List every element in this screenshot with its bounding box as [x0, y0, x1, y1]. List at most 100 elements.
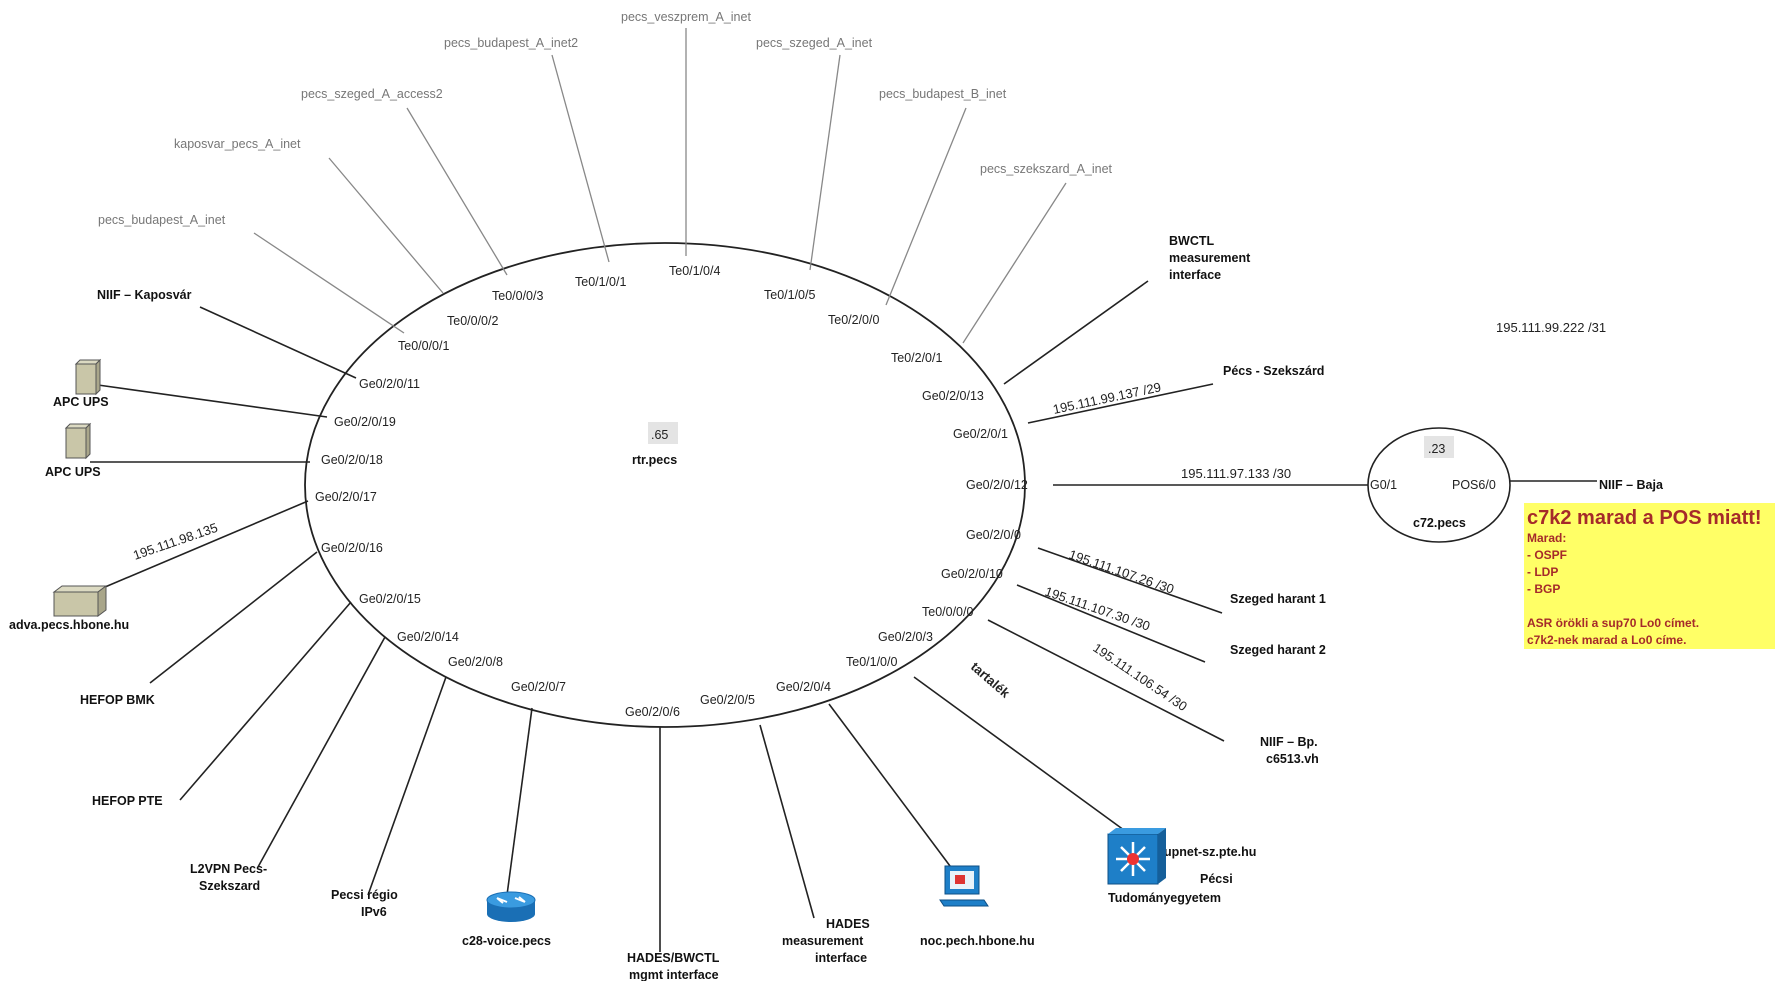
- router-rtr-pecs[interactable]: [304, 242, 1026, 728]
- label-upnet: upnet-sz.pte.hu: [1164, 845, 1256, 859]
- router-name: rtr.pecs: [632, 453, 677, 467]
- iface-ge0-2-0-18: Ge0/2/0/18: [321, 453, 383, 467]
- link-szeged-1: [1037, 547, 1223, 614]
- link-szeged-2: [1016, 584, 1206, 663]
- c72-suffix: .23: [1428, 442, 1445, 456]
- iface-te0-0-0-1: Te0/0/0/1: [398, 339, 449, 353]
- label-hades-bwctl-2: mgmt interface: [629, 968, 719, 981]
- iface-ge0-2-0-14: Ge0/2/0/14: [397, 630, 459, 644]
- label-pecs-szekszard-a-inet: pecs_szekszard_A_inet: [980, 162, 1113, 176]
- note-title: c7k2 marad a POS miatt!: [1527, 507, 1762, 529]
- note-line: - LDP: [1527, 565, 1559, 579]
- link-pecs-budapest-a-inet: [253, 232, 405, 334]
- label-niif-kaposvar: NIIF – Kaposvár: [97, 288, 192, 302]
- label-pecs-veszprem-a-inet: pecs_veszprem_A_inet: [621, 10, 751, 24]
- iface-te0-0-0-2: Te0/0/0/2: [447, 314, 498, 328]
- label-pecs-budapest-a-inet2: pecs_budapest_A_inet2: [444, 36, 578, 50]
- iface-ge0-2-0-12: Ge0/2/0/12: [966, 478, 1028, 492]
- label-pecsi-regio-1: Pecsi régio: [331, 888, 398, 902]
- note-line: - BGP: [1527, 582, 1561, 596]
- iface-te0-1-0-0: Te0/1/0/0: [846, 655, 897, 669]
- iface-ge0-2-0-3: Ge0/2/0/3: [878, 630, 933, 644]
- link-c28: [506, 707, 533, 896]
- router-icon: [486, 891, 536, 922]
- link-adva: [97, 500, 309, 591]
- label-szeged-1: Szeged harant 1: [1230, 592, 1326, 606]
- label-l2vpn-1: L2VPN Pecs-: [190, 862, 267, 876]
- ups-icon: [74, 358, 102, 396]
- iface-te0-0-0-0: Te0/0/0/0: [922, 605, 973, 619]
- label-bwctl-1: BWCTL: [1169, 234, 1214, 248]
- iface-ge0-2-0-17: Ge0/2/0/17: [315, 490, 377, 504]
- iface-ge0-2-0-10: Ge0/2/0/10: [941, 567, 1003, 581]
- ip-niif-bp: 195.111.106.54 /30: [1090, 640, 1190, 714]
- note-line: Marad:: [1527, 531, 1567, 545]
- label-pecs-szeged-a-inet: pecs_szeged_A_inet: [756, 36, 873, 50]
- router-suffix: .65: [651, 428, 668, 442]
- link-hades-meas: [759, 724, 815, 919]
- switch-icon: [1107, 828, 1166, 885]
- ip-szeged-1: 195.111.107.26 /30: [1067, 547, 1176, 597]
- iface-ge0-2-0-15: Ge0/2/0/15: [359, 592, 421, 606]
- iface-ge0-2-0-4: Ge0/2/0/4: [776, 680, 831, 694]
- label-niif-baja: NIIF – Baja: [1599, 478, 1664, 492]
- link-hefop-bmk: [149, 551, 318, 684]
- c72-name: c72.pecs: [1413, 516, 1466, 530]
- link-tartalek: [913, 676, 1129, 834]
- link-kaposvar-pecs-a-inet: [328, 157, 444, 294]
- ip-c72-link: 195.111.97.133 /30: [1181, 466, 1291, 481]
- label-niif-bp-1: NIIF – Bp.: [1260, 735, 1318, 749]
- c72-if-right: POS6/0: [1452, 478, 1496, 492]
- ip-standalone: 195.111.99.222 /31: [1496, 320, 1606, 335]
- label-hefop-bmk: HEFOP BMK: [80, 693, 155, 707]
- label-pecs-budapest-a-inet: pecs_budapest_A_inet: [98, 213, 226, 227]
- label-pte-2: Tudományegyetem: [1108, 891, 1221, 905]
- label-noc: noc.pech.hbone.hu: [920, 934, 1035, 948]
- link-pecs-budapest-b-inet: [885, 107, 967, 306]
- iface-te0-2-0-1: Te0/2/0/1: [891, 351, 942, 365]
- iface-ge0-2-0-6: Ge0/2/0/6: [625, 705, 680, 719]
- note-line: c7k2-nek marad a Lo0 címe.: [1527, 633, 1687, 647]
- label-bwctl-3: interface: [1169, 268, 1221, 282]
- label-pte-1: Pécsi: [1200, 872, 1233, 886]
- iface-ge0-2-0-11: Ge0/2/0/11: [359, 377, 420, 391]
- adva-device-icon: [52, 585, 108, 617]
- iface-te0-2-0-0: Te0/2/0/0: [828, 313, 879, 327]
- label-bwctl-2: measurement: [1169, 251, 1251, 265]
- label-adva: adva.pecs.hbone.hu: [9, 618, 129, 632]
- link-apc-ups-1: [97, 384, 328, 418]
- link-noc: [828, 703, 957, 875]
- link-niif-bp: [987, 619, 1225, 742]
- link-pecs-szeged-a-access2: [406, 107, 508, 276]
- link-hefop-pte: [179, 601, 352, 801]
- label-hades-bwctl-1: HADES/BWCTL: [627, 951, 720, 965]
- router-c72-pecs[interactable]: [1367, 427, 1511, 543]
- iface-te0-1-0-4: Te0/1/0/4: [669, 264, 720, 278]
- link-l2vpn: [257, 636, 386, 868]
- iface-ge0-2-0-8: Ge0/2/0/8: [448, 655, 503, 669]
- label-szeged-2: Szeged harant 2: [1230, 643, 1326, 657]
- label-kaposvar-pecs-a-inet: kaposvar_pecs_A_inet: [174, 137, 301, 151]
- label-apc-ups-1: APC UPS: [53, 395, 109, 409]
- workstation-icon: [939, 865, 989, 907]
- iface-ge0-2-0-13: Ge0/2/0/13: [922, 389, 984, 403]
- link-niif-kaposvar: [199, 306, 357, 379]
- link-pecs-szekszard-a-inet: [962, 182, 1067, 344]
- note-line: ASR örökli a sup70 Lo0 címet.: [1527, 616, 1700, 630]
- label-l2vpn-2: Szekszard: [199, 879, 260, 893]
- link-pecs-szeged-a-inet: [809, 54, 841, 271]
- label-hades-meas-2: measurement: [782, 934, 864, 948]
- link-bwctl: [1003, 280, 1149, 385]
- link-pecs-budapest-a-inet2: [551, 54, 610, 263]
- label-tartalek: tartalék: [968, 659, 1013, 701]
- iface-ge0-2-0-7: Ge0/2/0/7: [511, 680, 566, 694]
- iface-ge0-2-0-5: Ge0/2/0/5: [700, 693, 755, 707]
- iface-te0-1-0-1: Te0/1/0/1: [575, 275, 626, 289]
- label-pecs-szekszard: Pécs - Szekszárd: [1223, 364, 1324, 378]
- ip-szeged-2: 195.111.107.30 /30: [1043, 584, 1152, 634]
- iface-ge0-2-0-1: Ge0/2/0/1: [953, 427, 1008, 441]
- note-box: c7k2 marad a POS miatt! Marad: - OSPF - …: [1524, 503, 1775, 649]
- iface-ge0-2-0-19: Ge0/2/0/19: [334, 415, 396, 429]
- link-pecs-szekszard: [1027, 383, 1214, 424]
